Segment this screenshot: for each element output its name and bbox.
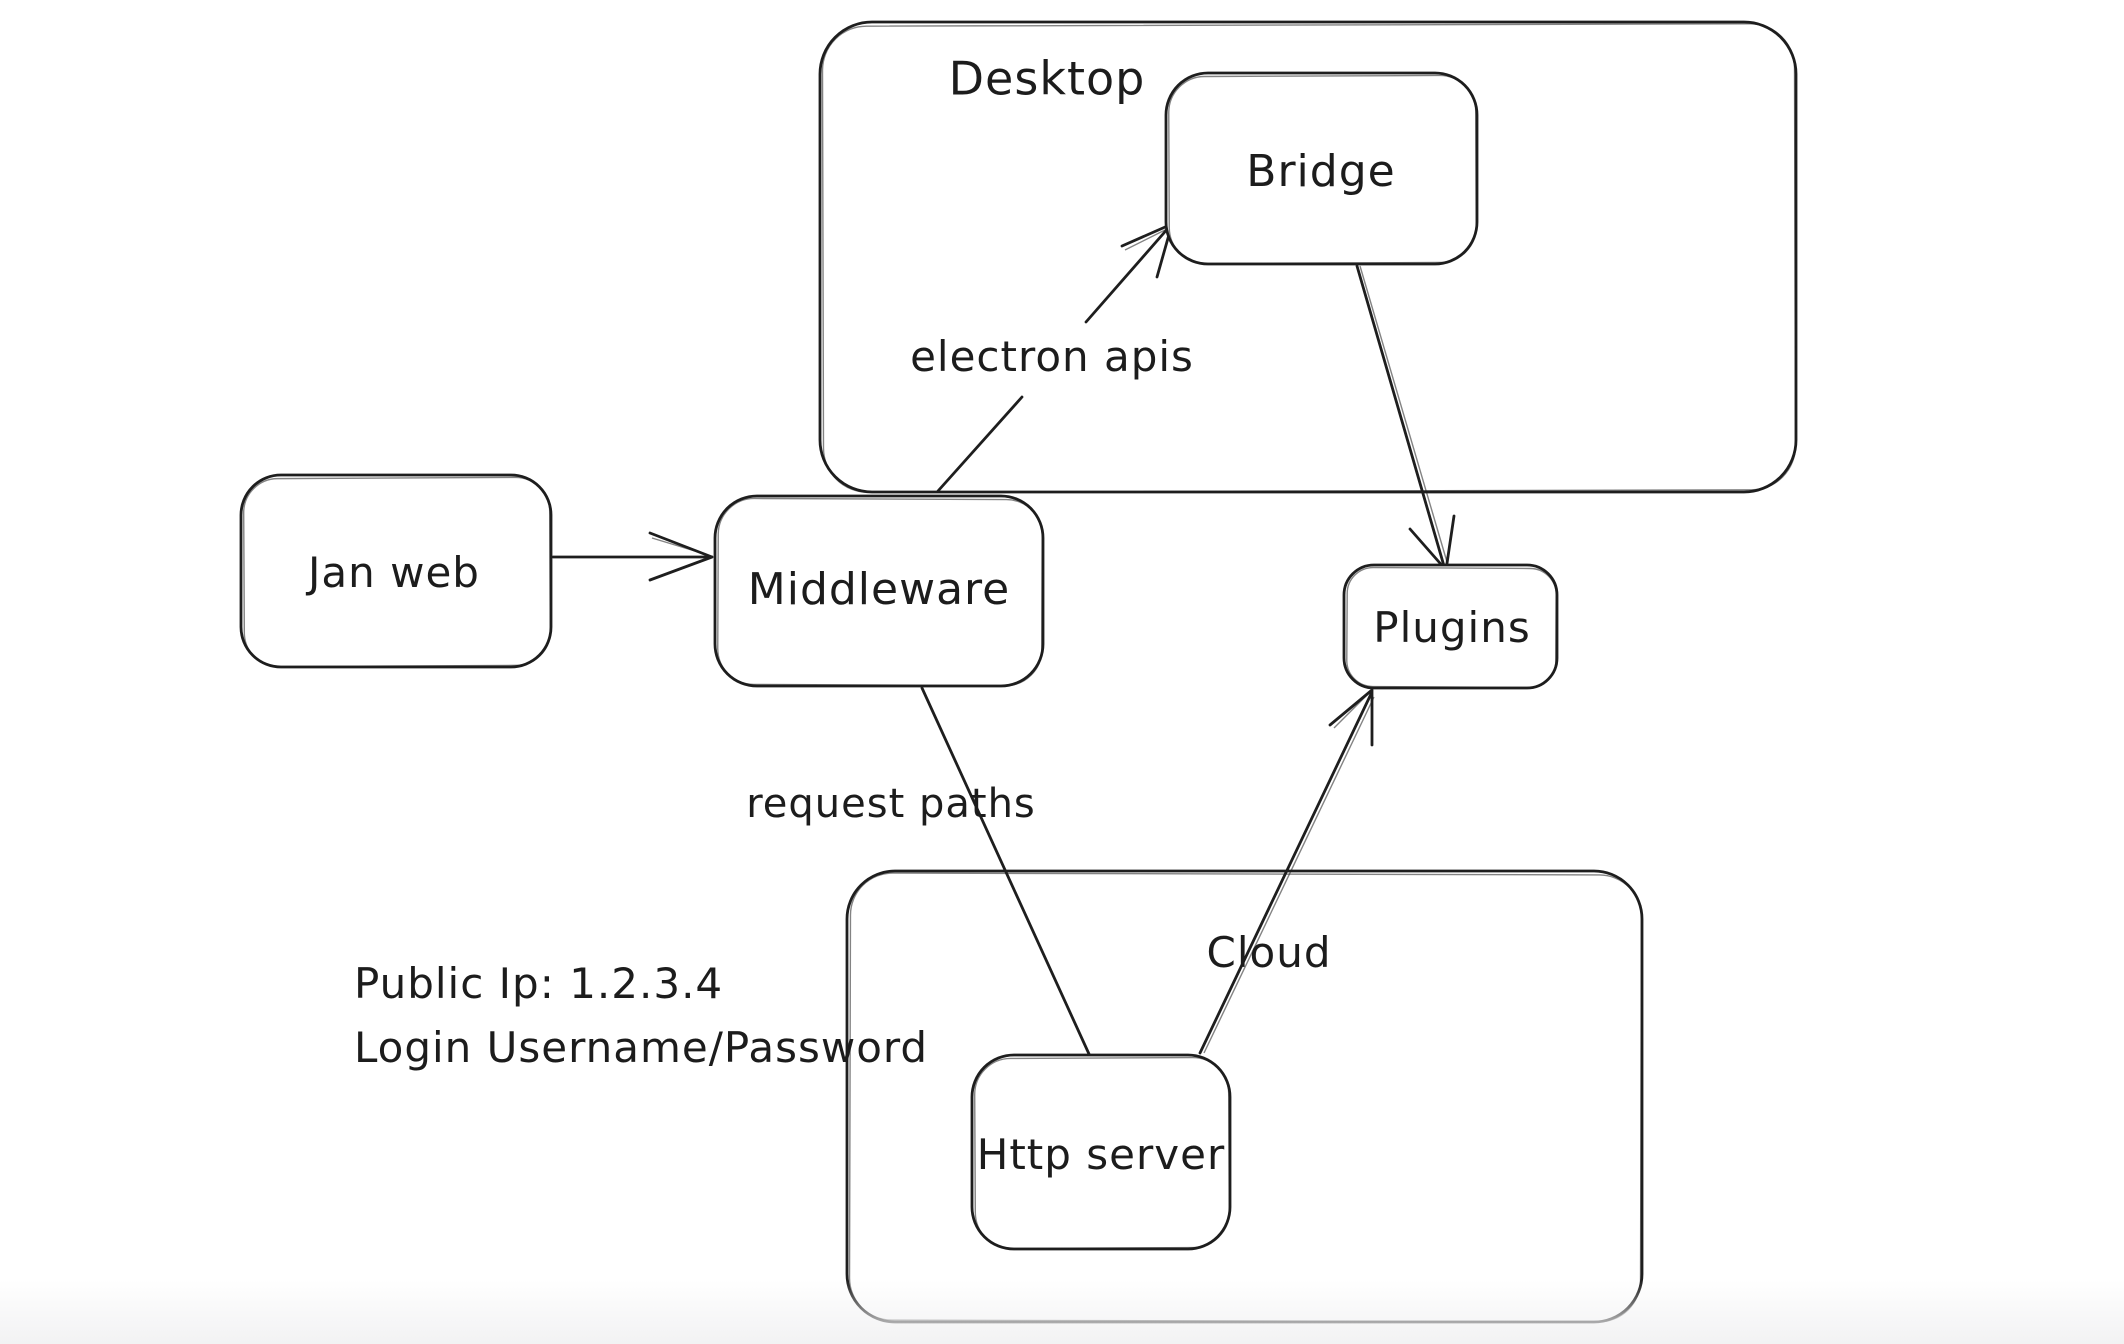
annotation-public-ip: Public Ip: 1.2.3.4: [354, 958, 724, 1008]
http-server-node: [970, 1053, 1232, 1251]
plugins-node: [1342, 563, 1559, 690]
bridge-node-label: Bridge: [1246, 145, 1396, 197]
annotation-login: Login Username/Password: [354, 1022, 929, 1072]
bridge-node: [1164, 71, 1479, 266]
request-paths-edge-label: request paths: [746, 781, 1036, 827]
jan-web-node: [239, 473, 553, 669]
desktop-container-box: [818, 20, 1798, 494]
http-server-node-label: Http server: [976, 1129, 1226, 1179]
plugins-node-label: Plugins: [1373, 602, 1531, 652]
arrow-httpserver-to-plugins: [1198, 688, 1375, 1055]
cloud-container-label: Cloud: [1206, 927, 1332, 977]
arrow-bridge-to-plugins: [1355, 264, 1456, 572]
line-middleware-to-httpserver: [920, 686, 1091, 1056]
middleware-node: [713, 494, 1045, 688]
electron-apis-edge-label: electron apis: [910, 331, 1194, 381]
jan-web-node-label: Jan web: [308, 547, 480, 597]
arrow-janweb-to-middleware: [551, 531, 714, 582]
desktop-container-label: Desktop: [948, 51, 1146, 106]
middleware-node-label: Middleware: [747, 563, 1011, 615]
